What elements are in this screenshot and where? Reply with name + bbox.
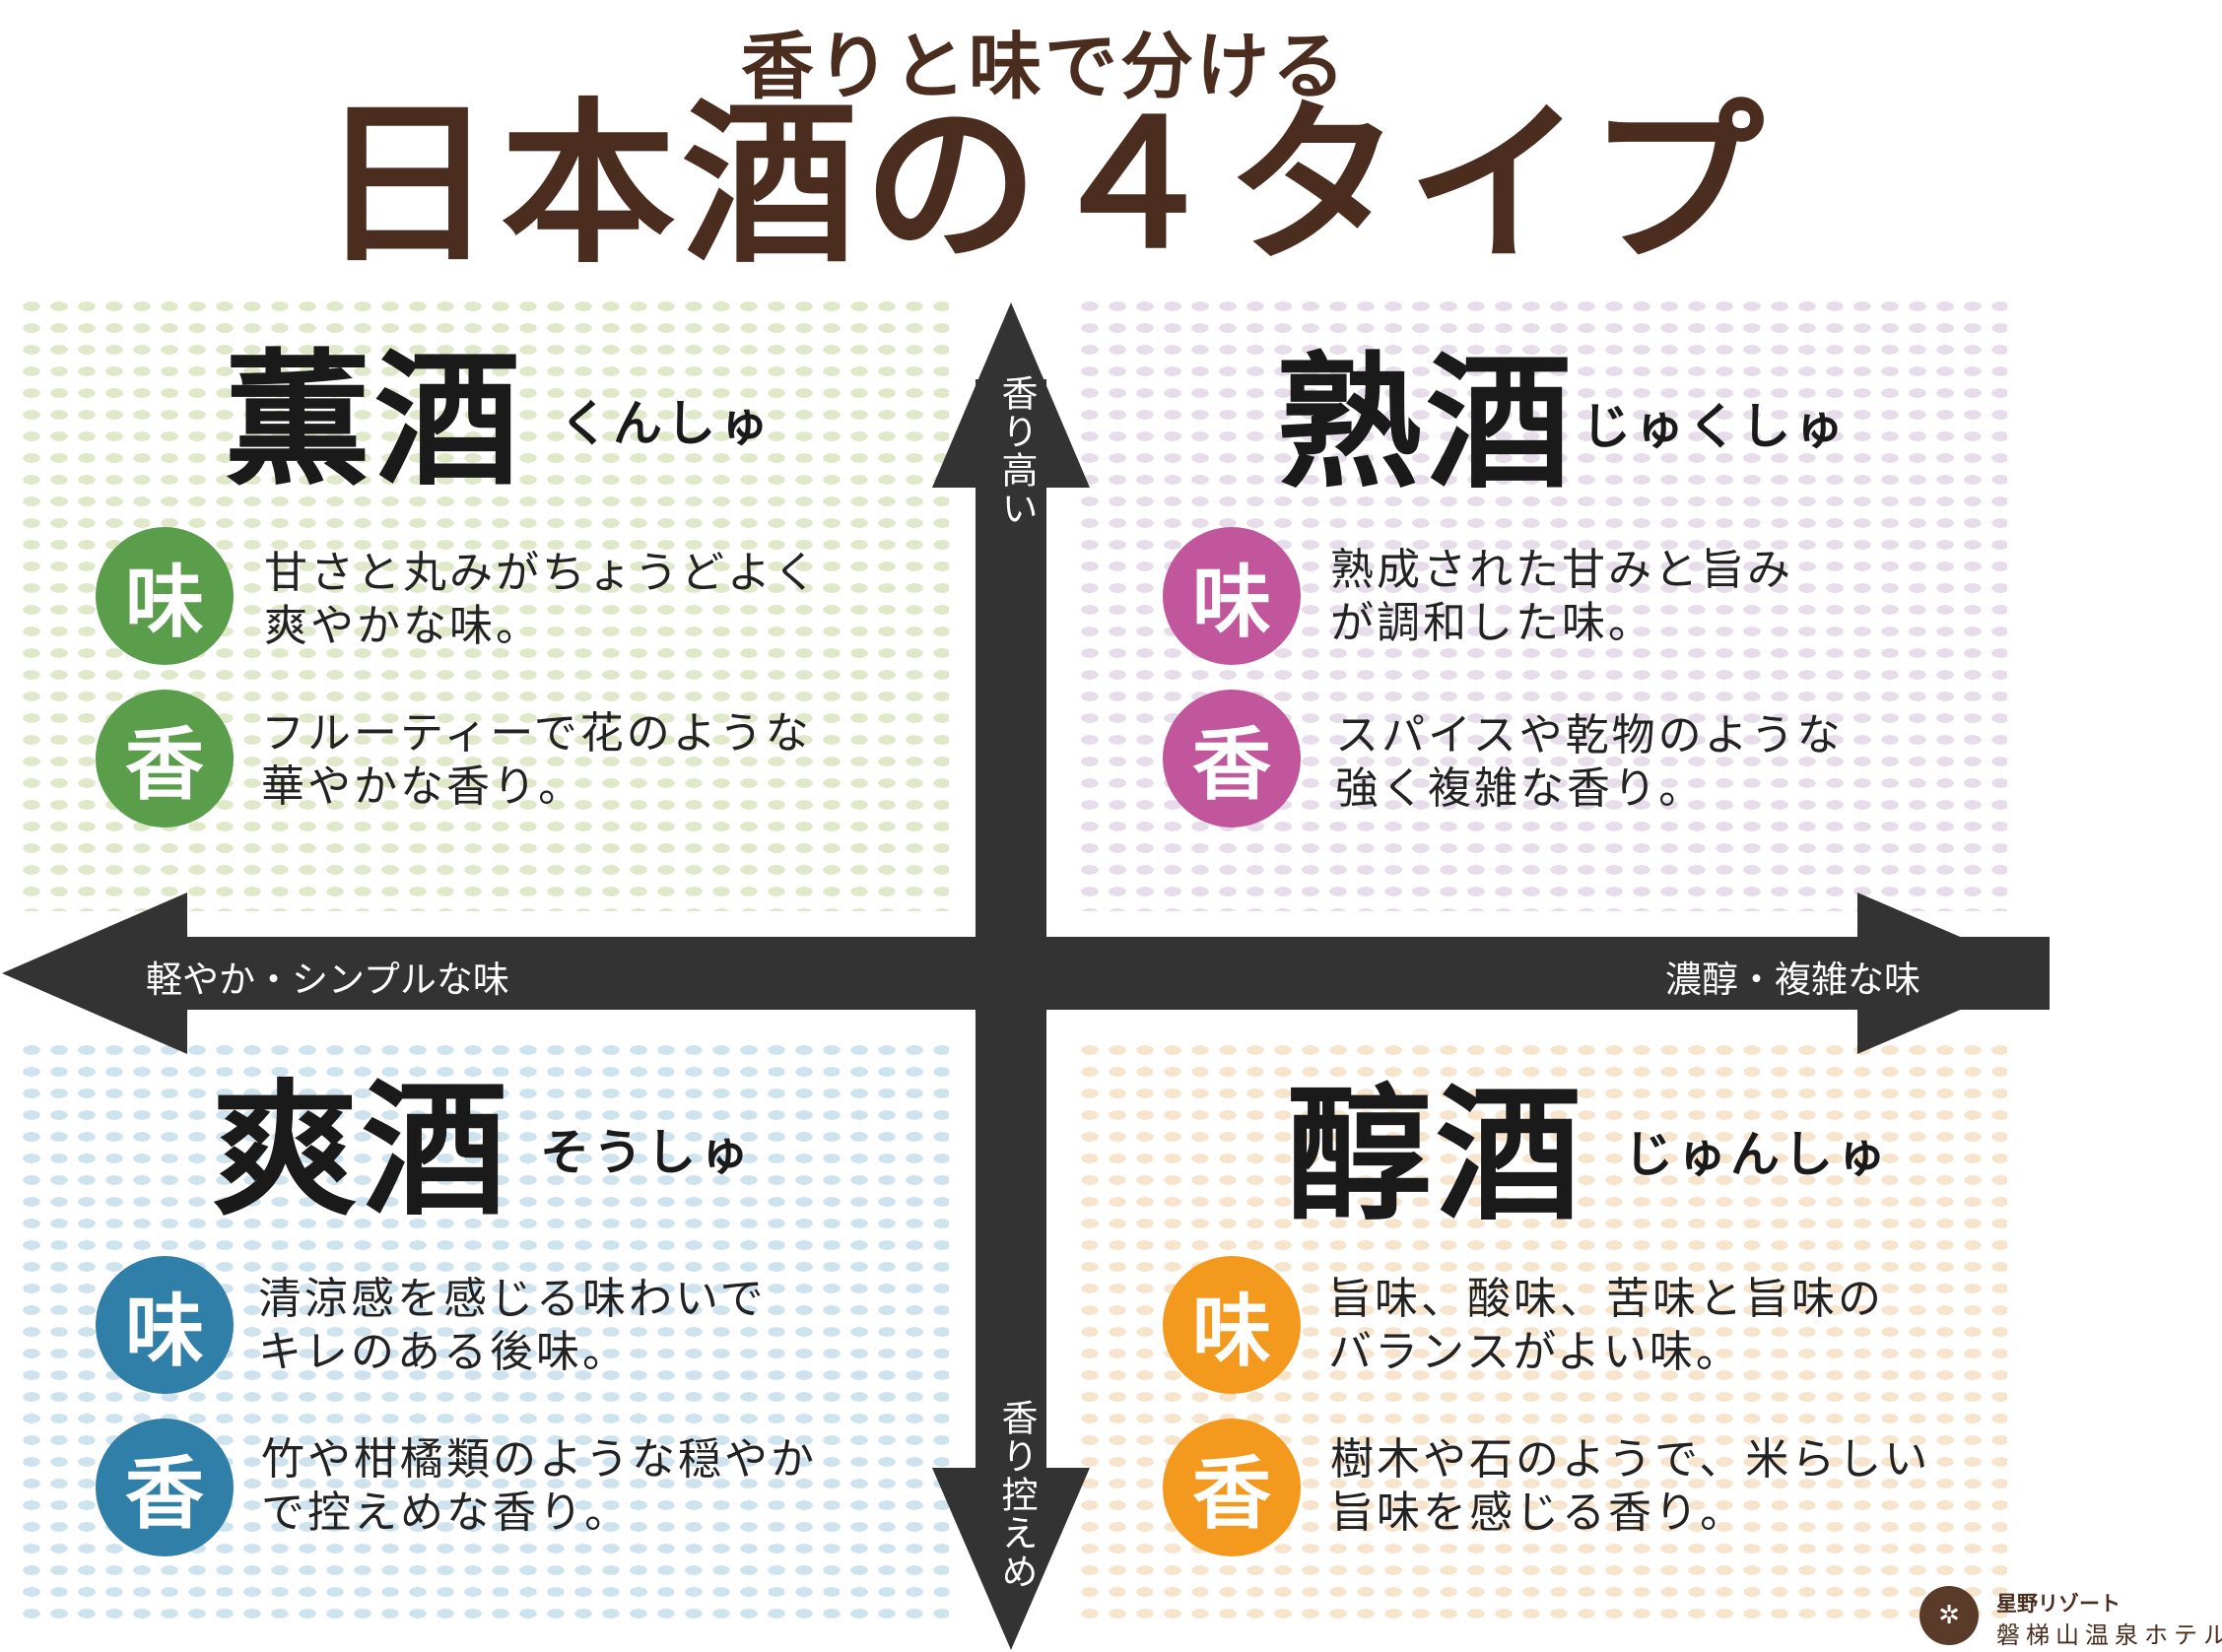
aroma-description-kunshu: フルーティーで花のような 華やかな香り。	[261, 707, 812, 814]
taste-description-jukushu: 熟成された甘みと旨み が調和した味。	[1330, 544, 1793, 650]
quadrant-title-soushu: 爽酒	[212, 1064, 511, 1235]
aroma-line: 強く複雑な香り。	[1335, 763, 1706, 814]
taste-line: バランスがよい味。	[1328, 1327, 1742, 1377]
page-title: 日本酒の４タイプ	[319, 83, 1770, 287]
aroma-badge-kunshu: 香	[96, 690, 234, 827]
quadrant-title-jukushu: 熟酒	[1276, 337, 1576, 508]
quadrant-kana-jukushu: じゅくしゅ	[1582, 398, 1848, 455]
aroma-description-jukushu: スパイスや乾物のような 強く複雑な香り。	[1335, 709, 1844, 816]
taste-badge-kunshu: 味	[96, 527, 234, 665]
aroma-badge-soushu: 香	[96, 1419, 234, 1556]
taste-description-kunshu: 甘さと丸みがちょうどよく 爽やかな味。	[264, 547, 820, 653]
aroma-badge-jukushu: 香	[1163, 690, 1301, 827]
logo-hotel-name: 磐梯山温泉ホテル	[1996, 1621, 2222, 1649]
quadrant-title-junshu: 醇酒	[1286, 1069, 1585, 1240]
taste-description-junshu: 旨味、酸味、苦味と旨味の バランスがよい味。	[1328, 1273, 1884, 1379]
aroma-description-soushu: 竹や柑橘類のような穏やか で控えめな香り。	[261, 1433, 817, 1540]
logo-emblem-icon: ✲	[1919, 1586, 1979, 1645]
taste-badge-jukushu: 味	[1163, 527, 1301, 665]
quadrant-kana-kunshu: くんしゅ	[560, 395, 773, 452]
axis-label-bottom: 香り控えめ	[995, 1399, 1038, 1591]
taste-line: 旨味、酸味、苦味と旨味の	[1328, 1274, 1884, 1324]
taste-line: 熟成された甘みと旨み	[1330, 545, 1793, 595]
axis-label-right: 濃醇・複雑な味	[1665, 958, 1920, 1001]
aroma-description-junshu: 樹木や石のようで、米らしい 旨味を感じる香り。	[1330, 1433, 1930, 1540]
horizontal-axis-bar	[118, 937, 2050, 1010]
logo-brand: 星野リゾート	[1996, 1592, 2121, 1616]
taste-line: 清涼感を感じる味わいで	[258, 1274, 767, 1324]
aroma-line: 旨味を感じる香り。	[1330, 1487, 1747, 1538]
taste-line: が調和した味。	[1330, 598, 1654, 648]
taste-line: 甘さと丸みがちょうどよく	[264, 548, 820, 598]
arrow-up-icon	[932, 302, 1090, 488]
aroma-line: 華やかな香り。	[261, 761, 585, 812]
arrow-down-icon	[932, 1468, 1090, 1650]
page-subtitle: 香りと味で分ける	[741, 25, 1348, 109]
taste-description-soushu: 清涼感を感じる味わいで キレのある後味。	[258, 1273, 767, 1379]
aroma-line: で控えめな香り。	[261, 1487, 632, 1538]
taste-badge-junshu: 味	[1163, 1256, 1301, 1394]
aroma-line: 竹や柑橘類のような穏やか	[261, 1434, 817, 1485]
hotel-logo: ✲ 星野リゾート 磐梯山温泉ホテル	[1919, 1586, 2222, 1649]
quadrant-kana-soushu: そうしゅ	[540, 1124, 753, 1181]
quadrant-kana-junshu: じゅんしゅ	[1624, 1126, 1890, 1183]
aroma-line: 樹木や石のようで、米らしい	[1330, 1434, 1931, 1485]
taste-badge-soushu: 味	[96, 1256, 234, 1394]
arrow-right-icon	[1857, 892, 2045, 1054]
arrow-left-icon	[2, 892, 187, 1054]
taste-line: 爽やかな味。	[264, 601, 542, 651]
axis-label-left: 軽やか・シンプルな味	[146, 958, 509, 1001]
taste-line: キレのある後味。	[258, 1327, 629, 1377]
axis-label-top: 香り高い	[995, 374, 1038, 528]
aroma-badge-junshu: 香	[1163, 1419, 1301, 1556]
aroma-line: フルーティーで花のような	[261, 708, 812, 759]
quadrant-title-kunshu: 薫酒	[225, 334, 524, 505]
aroma-line: スパイスや乾物のような	[1335, 710, 1844, 760]
